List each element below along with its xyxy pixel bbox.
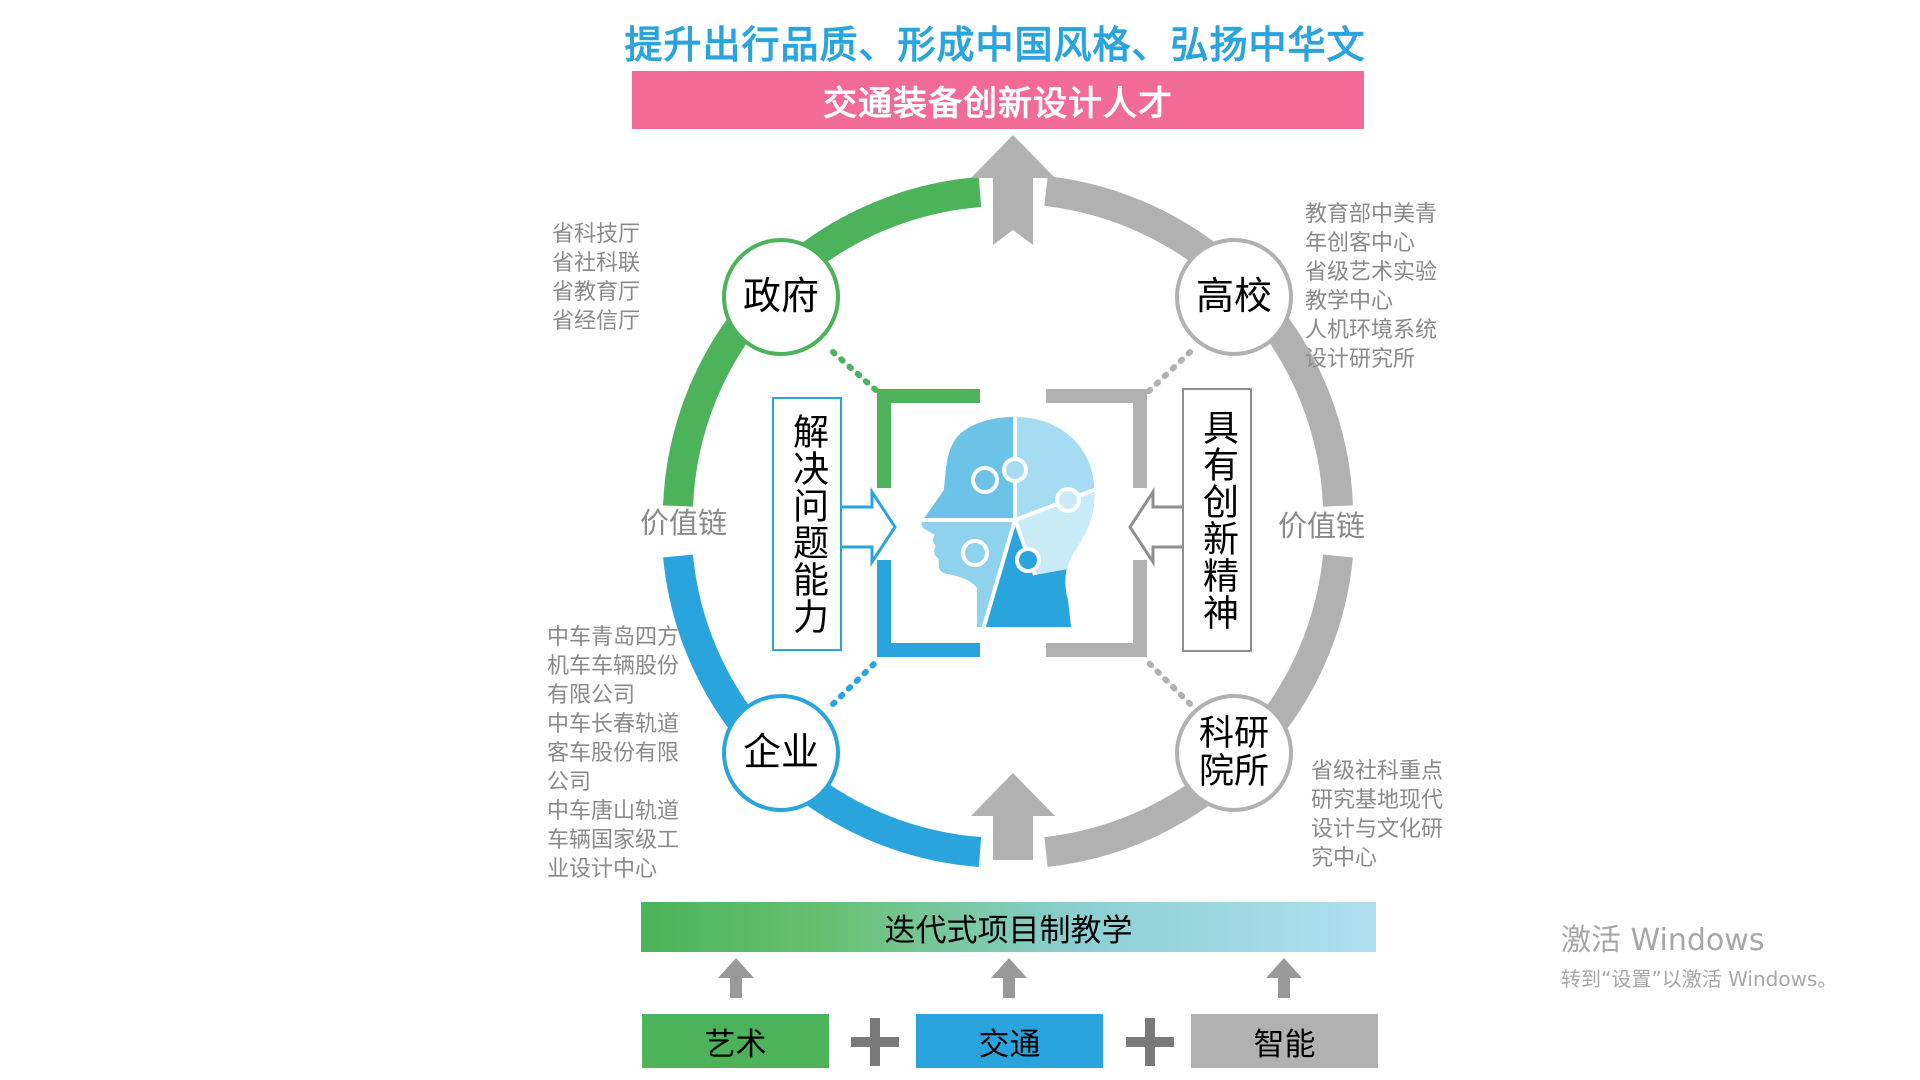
dotted-connector-ent: [830, 659, 879, 707]
node-enterprise-label: 企业: [742, 730, 819, 775]
up-arrow-traffic: [991, 958, 1027, 998]
node-government-label: 政府: [742, 274, 819, 319]
dotted-connector-uni: [1145, 349, 1193, 395]
dotted-connector-res: [1145, 659, 1193, 707]
headline: 提升出行品质、形成中国风格、弘扬中华文化: [624, 23, 1366, 122]
discipline-art: 艺术: [642, 1014, 829, 1068]
innovation-spirit-box: 具有创新精神: [1182, 388, 1252, 652]
discipline-art-label: 艺术: [704, 1026, 767, 1063]
value-chain-label-right: 价值链: [1278, 509, 1366, 543]
node-enterprise: 企业: [722, 694, 840, 812]
bracket-left-blue: [877, 560, 980, 657]
university-center-list: 教育部中美青 年创客中心 省级艺术实验 教学中心 人机环境系统 设计研究所: [1305, 202, 1438, 372]
plus-signs: [851, 1018, 1174, 1066]
node-university: 高校: [1175, 238, 1293, 356]
up-arrow-bottom: [971, 773, 1055, 860]
talent-banner: 交通装备创新设计人才: [632, 71, 1364, 129]
enterprise-list: 中车青岛四方 机车车辆股份 有限公司 中车长春轨道 客车股份有限 公司 中车唐山…: [547, 625, 680, 882]
watermark-title: 激活 Windows: [1561, 923, 1765, 958]
discipline-traffic: 交通: [916, 1014, 1103, 1068]
head-puzzle-icon: [921, 417, 1095, 627]
government-agency-list: 省科技厅 省社科联 省教育厅 省经信厅: [552, 222, 641, 334]
small-up-arrows: [718, 958, 1302, 998]
problem-solving-box: 解决问题能力: [772, 397, 842, 651]
arrow-right-into-head: [838, 486, 897, 568]
up-arrow-top: [971, 135, 1055, 245]
discipline-intelligence-label: 智能: [1253, 1026, 1316, 1063]
talent-banner-label: 交通装备创新设计人才: [823, 83, 1173, 124]
problem-solving-label: 解决问题能力: [787, 413, 828, 635]
teaching-method-bar: 迭代式项目制教学: [641, 902, 1376, 952]
dotted-connector-gov: [830, 349, 881, 395]
watermark-subtitle: 转到“设置”以激活 Windows。: [1561, 967, 1838, 991]
node-research-institute: 科研 院所: [1175, 694, 1293, 812]
bracket-right-bottom: [1046, 560, 1147, 657]
bracket-left-green: [877, 389, 980, 488]
value-chain-label-left: 价值链: [640, 506, 728, 540]
teaching-method-label: 迭代式项目制教学: [884, 912, 1133, 949]
up-arrow-art: [718, 958, 754, 998]
node-university-label: 高校: [1195, 274, 1272, 319]
research-institute-list: 省级社科重点 研究基地现代 设计与文化研 究中心: [1311, 759, 1444, 871]
up-arrow-ai: [1266, 958, 1302, 998]
innovation-spirit-label: 具有创新精神: [1197, 409, 1238, 631]
discipline-traffic-label: 交通: [978, 1026, 1041, 1063]
discipline-intelligence: 智能: [1191, 1014, 1378, 1068]
node-government: 政府: [722, 238, 840, 356]
arrow-left-into-head: [1128, 486, 1187, 568]
node-research-label: 科研 院所: [1198, 713, 1269, 792]
windows-activation-watermark[interactable]: 激活 Windows 转到“设置”以激活 Windows。: [1561, 915, 1837, 992]
bracket-right-top: [1046, 389, 1147, 488]
